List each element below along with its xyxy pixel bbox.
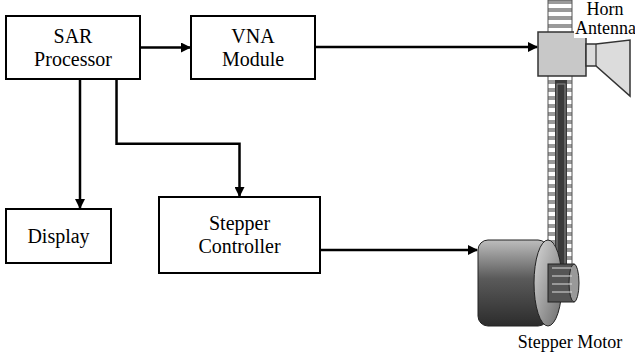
connector-arrow xyxy=(79,80,82,208)
processor-box: SAR Processor xyxy=(5,15,141,80)
box-label: VNA Module xyxy=(203,25,303,71)
drive-arrow xyxy=(321,249,477,252)
module-box: VNA Module xyxy=(190,15,316,80)
box-label: Display xyxy=(27,225,89,248)
rf-arrow xyxy=(316,46,537,49)
motor-label: Stepper Motor xyxy=(505,333,635,352)
box-label: Stepper Controller xyxy=(180,212,300,258)
antenna-label: Horn Antenna xyxy=(574,0,635,38)
connector-arrow xyxy=(141,46,190,49)
box-label: SAR Processor xyxy=(18,25,128,71)
connector-arrow xyxy=(117,80,240,196)
horn-antenna xyxy=(538,32,630,96)
controller-box: Stepper Controller xyxy=(158,196,321,274)
stepper-motor xyxy=(478,240,579,326)
display-box: Display xyxy=(5,208,112,264)
